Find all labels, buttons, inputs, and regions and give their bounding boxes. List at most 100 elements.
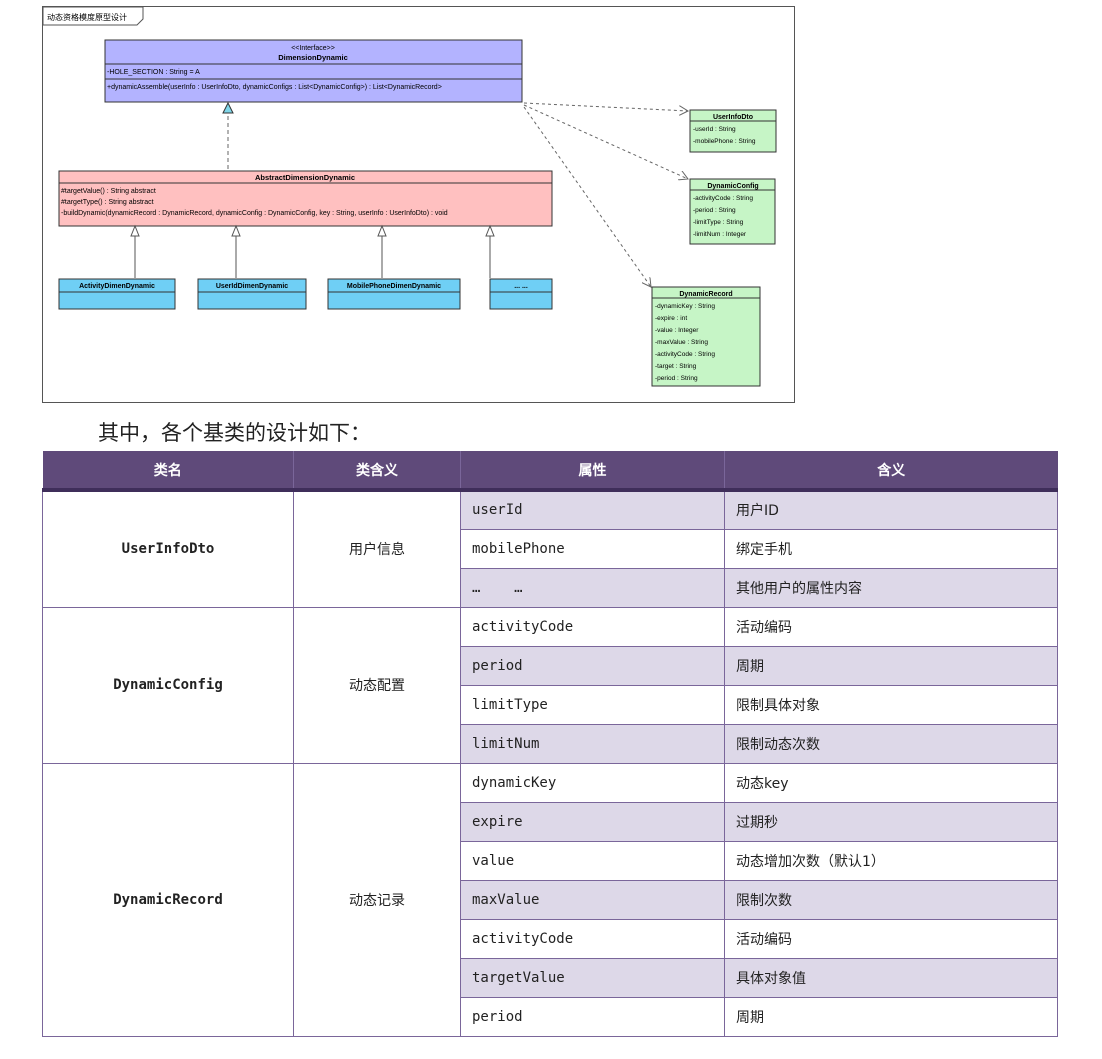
table-row: DynamicConfig 动态配置 activityCode 活动编码: [42, 606, 1058, 764]
generalization-arrowhead: [130, 224, 140, 237]
svg-text:DynamicRecord: DynamicRecord: [679, 291, 732, 298]
table-row: DynamicRecord 动态记录 dynamicKey 动态key: [42, 762, 1058, 1037]
abstract-operation: #targetValue() : String abstract: [61, 188, 156, 195]
table-row: limitNum 限制动态次数: [43, 723, 1058, 764]
dependency-arrow: [523, 106, 651, 287]
table-row: maxValue 限制次数: [43, 879, 1058, 920]
header-attribute-meaning: 含义: [724, 451, 1058, 492]
svg-text:-period : String: -period : String: [655, 375, 698, 382]
attribute-meaning-cell: 活动编码: [724, 606, 1058, 647]
svg-text:UserIdDimenDynamic: UserIdDimenDynamic: [216, 283, 288, 290]
header-attribute: 属性: [460, 451, 725, 492]
table-row: value 动态增加次数（默认1）: [43, 840, 1058, 881]
svg-text:UserInfoDto: UserInfoDto: [713, 114, 753, 121]
class-name-cell: DynamicConfig: [42, 606, 294, 764]
attribute-meaning-cell: 周期: [724, 996, 1058, 1037]
svg-text:... ...: ... ...: [514, 283, 528, 290]
svg-text:-activityCode : String: -activityCode : String: [693, 195, 753, 202]
interface-dimension-dynamic: <<Interface>> DimensionDynamic -HOLE_SEC…: [104, 39, 523, 103]
attribute-meaning-cell: 动态增加次数（默认1）: [724, 840, 1058, 881]
abstract-class-name: AbstractDimensionDynamic: [255, 173, 355, 182]
attribute-cell: activityCode: [460, 918, 725, 959]
table-row: mobilePhone 绑定手机: [43, 528, 1058, 569]
class-dynamicconfig: DynamicConfig -activityCode : String -pe…: [689, 178, 776, 245]
attribute-cell: period: [460, 996, 725, 1037]
attribute-meaning-cell: 绑定手机: [724, 528, 1058, 569]
class-name-cell: DynamicRecord: [42, 762, 294, 1037]
svg-text:-limitType : String: -limitType : String: [693, 219, 744, 226]
class-meaning-cell: 动态记录: [293, 762, 461, 1037]
interface-stereotype: <<Interface>>: [291, 45, 335, 52]
attribute-meaning-cell: 动态key: [724, 762, 1058, 803]
table-row: … … 其他用户的属性内容: [43, 567, 1058, 608]
attribute-cell: … …: [460, 567, 725, 608]
realization-arrowhead: [222, 101, 234, 114]
attribute-meaning-cell: 具体对象值: [724, 957, 1058, 998]
attribute-meaning-cell: 其他用户的属性内容: [724, 567, 1058, 608]
svg-text:-maxValue : String: -maxValue : String: [655, 339, 708, 346]
svg-text:-limitNum : Integer: -limitNum : Integer: [693, 231, 747, 238]
generalization-arrowhead: [377, 224, 387, 237]
abstract-operation: #targetType() : String abstract: [61, 199, 154, 206]
svg-text:-value : Integer: -value : Integer: [655, 327, 699, 334]
svg-text:-expire : int: -expire : int: [655, 315, 687, 322]
class-design-table: 类名 类含义 属性 含义 UserInfoDto 用户信息 userId 用户I…: [42, 451, 1058, 1037]
table-row: period 周期: [43, 645, 1058, 686]
attribute-meaning-cell: 用户ID: [724, 489, 1058, 530]
subclass-userid-dimen-dynamic: UserIdDimenDynamic: [197, 278, 307, 310]
attribute-meaning-cell: 限制动态次数: [724, 723, 1058, 764]
svg-text:-mobilePhone : String: -mobilePhone : String: [693, 138, 756, 145]
uml-class-diagram: 动态资格模度原型设计 <<Interface>> DimensionDynami…: [42, 6, 795, 403]
uml-diagram-canvas: 动态资格模度原型设计 <<Interface>> DimensionDynami…: [43, 7, 777, 387]
class-userinfodto: UserInfoDto -userId : String -mobilePhon…: [689, 109, 777, 153]
attribute-cell: userId: [460, 489, 725, 530]
intro-sentence: 其中，各个基类的设计如下：: [98, 421, 371, 445]
attribute-meaning-cell: 过期秒: [724, 801, 1058, 842]
generalization-arrowhead: [231, 224, 241, 237]
class-name-cell: UserInfoDto: [42, 489, 294, 608]
class-meaning-cell: 动态配置: [293, 606, 461, 764]
svg-text:-target : String: -target : String: [655, 363, 697, 370]
interface-attribute: -HOLE_SECTION : String = A: [107, 69, 200, 76]
abstract-dimension-dynamic: AbstractDimensionDynamic #targetValue() …: [58, 170, 553, 227]
attribute-meaning-cell: 活动编码: [724, 918, 1058, 959]
table-row: limitType 限制具体对象: [43, 684, 1058, 725]
svg-text:-period : String: -period : String: [693, 207, 736, 214]
attribute-cell: mobilePhone: [460, 528, 725, 569]
attribute-meaning-cell: 限制次数: [724, 879, 1058, 920]
attribute-cell: targetValue: [460, 957, 725, 998]
table-row: period 周期: [43, 996, 1058, 1037]
dependency-arrow: [523, 102, 688, 111]
attribute-cell: maxValue: [460, 879, 725, 920]
attribute-cell: dynamicKey: [460, 762, 725, 803]
svg-text:-userId : String: -userId : String: [693, 126, 736, 133]
attribute-meaning-cell: 限制具体对象: [724, 684, 1058, 725]
diagram-tab: [43, 7, 144, 26]
attribute-meaning-cell: 周期: [724, 645, 1058, 686]
table-row: UserInfoDto 用户信息 userId 用户ID: [42, 489, 1058, 608]
table-row: activityCode 活动编码: [43, 918, 1058, 959]
attribute-cell: limitType: [460, 684, 725, 725]
table-header-row: 类名 类含义 属性 含义: [42, 451, 1058, 492]
header-class-meaning: 类含义: [293, 451, 461, 492]
generalization-arrowhead: [485, 224, 495, 237]
interface-operation: +dynamicAssemble(userInfo : UserInfoDto,…: [107, 84, 442, 91]
subclass-more: ... ...: [489, 278, 553, 310]
svg-text:ActivityDimenDynamic: ActivityDimenDynamic: [79, 283, 155, 290]
class-meaning-cell: 用户信息: [293, 489, 461, 608]
abstract-operation: -buildDynamic(dynamicRecord : DynamicRec…: [61, 210, 448, 217]
header-class-name: 类名: [42, 451, 294, 492]
subclass-activity-dimen-dynamic: ActivityDimenDynamic: [58, 278, 176, 310]
svg-text:-dynamicKey : String: -dynamicKey : String: [655, 303, 715, 310]
attribute-cell: activityCode: [460, 606, 725, 647]
svg-text:MobilePhoneDimenDynamic: MobilePhoneDimenDynamic: [347, 283, 441, 290]
table-row: targetValue 具体对象值: [43, 957, 1058, 998]
svg-text:DynamicConfig: DynamicConfig: [707, 183, 758, 190]
attribute-cell: limitNum: [460, 723, 725, 764]
attribute-cell: expire: [460, 801, 725, 842]
attribute-cell: period: [460, 645, 725, 686]
svg-text:-activityCode : String: -activityCode : String: [655, 351, 715, 358]
attribute-cell: value: [460, 840, 725, 881]
interface-name: DimensionDynamic: [278, 53, 348, 62]
subclass-mobilephone-dimen-dynamic: MobilePhoneDimenDynamic: [327, 278, 461, 310]
